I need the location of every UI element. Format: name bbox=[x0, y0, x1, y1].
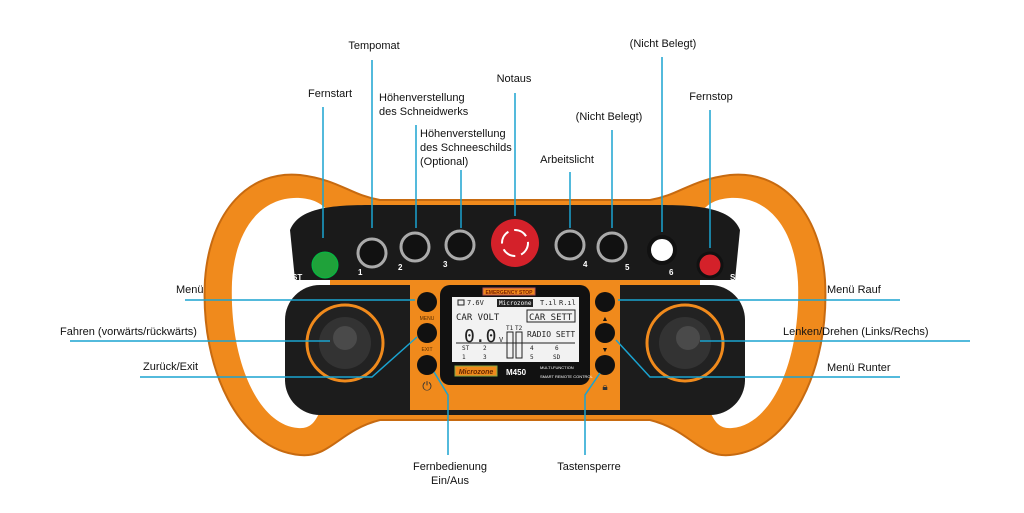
lcd-signal-t: T.ıl bbox=[540, 299, 557, 307]
label-fernstop: Fernstop bbox=[689, 91, 733, 103]
lcd-t1: T1 bbox=[506, 325, 514, 332]
rotate-arrow-icon bbox=[501, 229, 529, 257]
label-lenken: Lenken/Drehen (Links/Rechs) bbox=[783, 326, 929, 338]
emergency-stop-label: EMERGENCY STOP bbox=[485, 290, 533, 296]
number-5: 5 bbox=[625, 263, 630, 272]
lock-icon: 🔒︎ bbox=[602, 382, 607, 393]
label-schneeschild-line3: (Optional) bbox=[420, 156, 469, 168]
menu-label: MENU bbox=[420, 316, 435, 322]
number-2: 2 bbox=[398, 263, 403, 272]
lcd-unit: V bbox=[499, 336, 504, 344]
switch-4[interactable] bbox=[554, 229, 586, 261]
label-schneidwerk: Höhenverstellung des Schneidwerks bbox=[379, 91, 468, 119]
switch-3[interactable] bbox=[444, 229, 476, 261]
exit-label: EXIT bbox=[421, 347, 432, 353]
menu-down-button[interactable] bbox=[595, 323, 615, 343]
lcd-2: 2 bbox=[483, 345, 487, 352]
label-arbeitslicht: Arbeitslicht bbox=[540, 154, 594, 166]
stop-button[interactable] bbox=[696, 251, 724, 279]
label-menu: Menü bbox=[176, 284, 204, 296]
label-zurueck: Zurück/Exit bbox=[143, 361, 199, 373]
lcd-3: 3 bbox=[483, 354, 487, 361]
label-menu-runter: Menü Runter bbox=[827, 362, 891, 374]
sd-label: SD bbox=[730, 273, 741, 282]
lcd-battery: 7.6V bbox=[467, 299, 485, 307]
label-fahren: Fahren (vorwärts/rückwärts) bbox=[60, 326, 197, 338]
lcd-car-volt: CAR VOLT bbox=[456, 313, 500, 323]
number-4: 4 bbox=[583, 260, 588, 269]
lcd-value: 0.0 bbox=[464, 326, 497, 347]
white-button-6[interactable] bbox=[647, 235, 677, 265]
lcd-brand: Microzone bbox=[499, 300, 532, 307]
lcd-sd: SD bbox=[553, 354, 561, 361]
number-1: 1 bbox=[358, 268, 363, 277]
label-fernbedienung: Fernbedienung Ein/Aus bbox=[413, 460, 487, 488]
number-6: 6 bbox=[669, 268, 674, 277]
callout-lines bbox=[70, 57, 970, 455]
exit-button[interactable] bbox=[417, 323, 437, 343]
label-notaus: Notaus bbox=[496, 73, 532, 85]
start-button[interactable] bbox=[311, 251, 339, 279]
label-schneeschild-line1: Höhenverstellung bbox=[420, 128, 506, 140]
lcd-radio-sett: RADIO SETT bbox=[527, 330, 575, 339]
battery-icon bbox=[457, 299, 465, 306]
label-schneidwerk-line1: Höhenverstellung bbox=[379, 92, 465, 104]
label-nicht-belegt-5: (Nicht Belegt) bbox=[575, 111, 643, 123]
label-fernbedienung-line1: Fernbedienung bbox=[412, 461, 488, 473]
label-schneidwerk-line2: des Schneidwerks bbox=[379, 106, 469, 118]
switch-1[interactable] bbox=[356, 237, 388, 269]
st-label: ST bbox=[292, 273, 302, 282]
label-schneeschild: Höhenverstellung des Schneeschilds (Opti… bbox=[420, 127, 512, 169]
lcd-1: 1 bbox=[462, 354, 466, 361]
menu-button[interactable] bbox=[417, 292, 437, 312]
lcd-t2: T2 bbox=[515, 325, 523, 332]
lcd-6: 6 bbox=[555, 345, 559, 352]
power-icon: ⏻ bbox=[422, 379, 432, 393]
label-menu-rauf: Menü Rauf bbox=[827, 284, 881, 296]
label-fernstart: Fernstart bbox=[307, 88, 353, 100]
power-button[interactable] bbox=[417, 355, 437, 375]
down-triangle-icon: ▼ bbox=[602, 347, 609, 354]
number-3: 3 bbox=[443, 260, 448, 269]
lcd-car-sett: CAR SETT bbox=[529, 313, 573, 323]
label-tempomat: Tempomat bbox=[348, 40, 400, 52]
emergency-stop-button[interactable] bbox=[491, 219, 539, 267]
model-label: M450 bbox=[506, 368, 527, 377]
switch-5[interactable] bbox=[596, 231, 628, 263]
lock-button[interactable] bbox=[595, 355, 615, 375]
brand-logo: Microzone bbox=[459, 369, 494, 376]
label-tastensperre: Tastensperre bbox=[557, 461, 621, 473]
switch-2[interactable] bbox=[399, 231, 431, 263]
lcd-4: 4 bbox=[530, 345, 534, 352]
label-schneeschild-line2: des Schneeschilds bbox=[420, 142, 512, 154]
up-triangle-icon: ▲ bbox=[602, 316, 609, 323]
tagline-1: MULTI-FUNCTION bbox=[540, 365, 574, 370]
label-nicht-belegt-6: (Nicht Belegt) bbox=[629, 38, 697, 50]
tagline-2: SMART REMOTE CONTROL bbox=[540, 374, 594, 379]
menu-up-button[interactable] bbox=[595, 292, 615, 312]
lcd-signal-r: R.ıl bbox=[559, 299, 576, 307]
lcd-5: 5 bbox=[530, 354, 534, 361]
label-fernbedienung-line2: Ein/Aus bbox=[431, 475, 469, 487]
lcd-st: ST bbox=[462, 345, 470, 352]
